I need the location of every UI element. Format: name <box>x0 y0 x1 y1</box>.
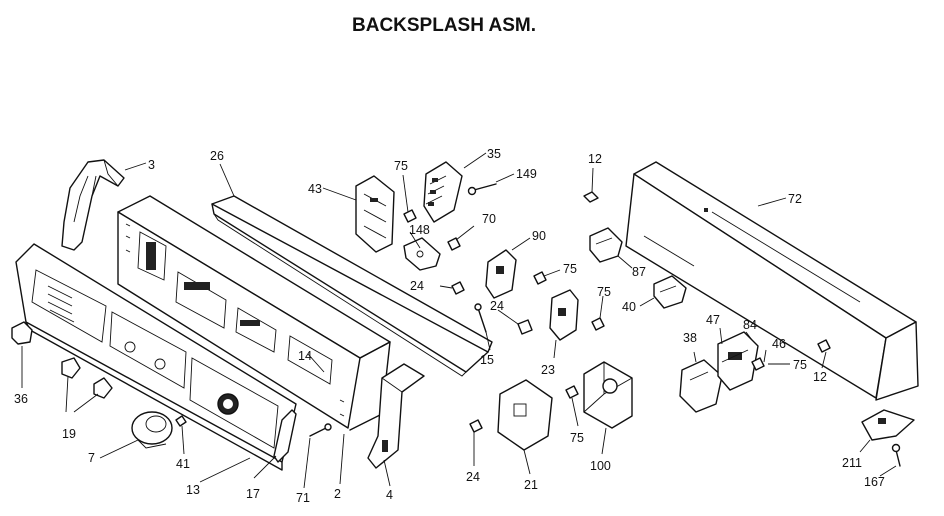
label-7: 7 <box>88 451 95 465</box>
label-3: 3 <box>148 158 155 172</box>
part-screw-70 <box>447 237 461 251</box>
part-screw-75a <box>403 209 417 223</box>
part-screw-46 <box>751 357 765 371</box>
part-screw-75e <box>565 385 579 399</box>
label-75: 75 <box>394 159 408 173</box>
label-21: 21 <box>524 478 538 492</box>
part-number-labels: 3 26 43 75 35 149 12 72 148 70 90 24 75 … <box>14 147 885 505</box>
part-small-knobs <box>61 357 113 399</box>
part-nut-24c <box>469 419 483 433</box>
leader-lines <box>21 152 897 489</box>
part-screw-75b <box>533 271 547 285</box>
part-relay-38 <box>679 359 723 413</box>
label-17: 17 <box>246 487 260 501</box>
part-screw-75c <box>591 317 605 331</box>
part-rod-15 <box>474 303 487 333</box>
label-12: 12 <box>588 152 602 166</box>
part-screw-149 <box>467 183 497 196</box>
part-switch-block <box>423 161 463 223</box>
label-87: 87 <box>632 265 646 279</box>
part-clip-148 <box>403 237 441 271</box>
part-nut-24a <box>451 281 465 295</box>
label-47: 47 <box>706 313 720 327</box>
part-end-bracket-left <box>61 159 125 251</box>
label-15: 15 <box>480 353 494 367</box>
label-90: 90 <box>532 229 546 243</box>
part-bracket-90 <box>485 249 517 299</box>
part-nut-12b <box>817 339 831 353</box>
part-backsplash-frame <box>117 195 391 431</box>
part-control-panel-face <box>15 243 297 471</box>
part-knob-36 <box>11 321 33 345</box>
label-14: 14 <box>298 349 312 363</box>
label-35: 35 <box>487 147 501 161</box>
part-nut-24b <box>517 319 533 335</box>
part-switch-87 <box>589 227 623 263</box>
part-screw-167 <box>891 443 901 467</box>
part-mounting-bracket-23 <box>549 289 579 341</box>
label-40: 40 <box>622 300 636 314</box>
label-75: 75 <box>793 358 807 372</box>
part-small-bracket <box>273 409 297 463</box>
label-100: 100 <box>590 459 611 473</box>
label-149: 149 <box>516 167 537 181</box>
part-clip-41 <box>175 415 187 427</box>
part-top-trim-strip <box>211 195 493 377</box>
label-24: 24 <box>466 470 480 484</box>
label-148: 148 <box>409 223 430 237</box>
label-19: 19 <box>62 427 76 441</box>
part-bracket-211 <box>861 409 915 441</box>
label-38: 38 <box>683 331 697 345</box>
label-36: 36 <box>14 392 28 406</box>
label-75: 75 <box>597 285 611 299</box>
label-26: 26 <box>210 149 224 163</box>
part-end-cap-right <box>367 363 425 469</box>
label-75: 75 <box>563 262 577 276</box>
label-72: 72 <box>788 192 802 206</box>
label-24: 24 <box>410 279 424 293</box>
label-70: 70 <box>482 212 496 226</box>
label-84: 84 <box>743 318 757 332</box>
part-bracket-plate-43 <box>355 175 395 253</box>
label-12: 12 <box>813 370 827 384</box>
label-75: 75 <box>570 431 584 445</box>
label-4: 4 <box>386 488 393 502</box>
label-71: 71 <box>296 491 310 505</box>
label-167: 167 <box>864 475 885 489</box>
part-screw-71 <box>309 423 332 437</box>
part-terminal-block <box>717 331 759 391</box>
label-46: 46 <box>772 337 786 351</box>
part-switch-40 <box>653 275 687 309</box>
part-large-knob <box>131 411 173 449</box>
part-timer-100 <box>583 361 633 429</box>
label-43: 43 <box>308 182 322 196</box>
diagram-title: BACKSPLASH ASM. <box>352 15 536 36</box>
label-23: 23 <box>541 363 555 377</box>
label-2: 2 <box>334 487 341 501</box>
part-plate-21 <box>497 379 553 451</box>
label-211: 211 <box>842 456 862 470</box>
label-13: 13 <box>186 483 200 497</box>
part-nut-12a <box>583 191 599 203</box>
label-24: 24 <box>490 299 504 313</box>
label-41: 41 <box>176 457 190 471</box>
